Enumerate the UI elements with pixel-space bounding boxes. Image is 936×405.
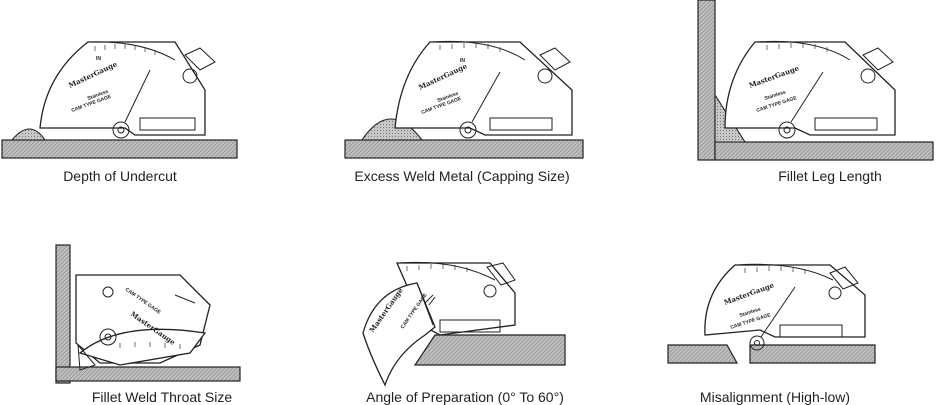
scale-ticks bbox=[119, 342, 181, 349]
scale-ticks bbox=[406, 264, 468, 272]
panel-depth-of-undercut: MasterGauge Stainless CAM TYPE GAGE IN D… bbox=[0, 0, 240, 200]
diagram-misalignment: MasterGauge Stainless CAM TYPE GAGE bbox=[667, 263, 876, 364]
panel-fillet-leg-length: MasterGauge Stainless CAM TYPE GAGE Fill… bbox=[695, 0, 936, 200]
scale-ticks bbox=[766, 43, 828, 52]
scale-ticks bbox=[94, 44, 156, 55]
caption-depth-of-undercut: Depth of Undercut bbox=[63, 168, 177, 184]
diagram-angle-of-preparation: MasterGauge CAM TYPE GAGE bbox=[362, 261, 566, 387]
unit-in: IN bbox=[460, 58, 465, 64]
unit-in: IN bbox=[96, 56, 101, 62]
caption-misalignment: Misalignment (High-low) bbox=[699, 389, 851, 405]
scale-ticks bbox=[744, 266, 806, 274]
panel-excess-weld-metal: MasterGauge Stainless CAM TYPE GAGE IN E… bbox=[340, 0, 590, 200]
scale-ticks bbox=[439, 43, 501, 52]
panel-misalignment: MasterGauge Stainless CAM TYPE GAGE Misa… bbox=[665, 225, 936, 405]
diagram-depth-of-undercut: MasterGauge Stainless CAM TYPE GAGE IN bbox=[1, 41, 238, 159]
diagram-excess-weld-metal: MasterGauge Stainless CAM TYPE GAGE IN bbox=[344, 40, 584, 159]
panel-angle-of-preparation: MasterGauge CAM TYPE GAGE Angle of Prepa… bbox=[355, 225, 585, 405]
caption-fillet-leg-length: Fillet Leg Length bbox=[778, 168, 882, 184]
caption-excess-weld-metal: Excess Weld Metal (Capping Size) bbox=[354, 168, 570, 184]
diagram-fillet-weld-throat-size: MasterGauge CAM TYPE GAGE bbox=[55, 244, 241, 384]
caption-angle-of-preparation: Angle of Preparation (0° To 60°) bbox=[366, 389, 564, 405]
panel-fillet-weld-throat-size: MasterGauge CAM TYPE GAGE Fillet Weld Th… bbox=[0, 225, 260, 405]
caption-fillet-weld-throat-size: Fillet Weld Throat Size bbox=[91, 389, 233, 405]
diagram-fillet-leg-length: MasterGauge Stainless CAM TYPE GAGE bbox=[697, 0, 934, 161]
